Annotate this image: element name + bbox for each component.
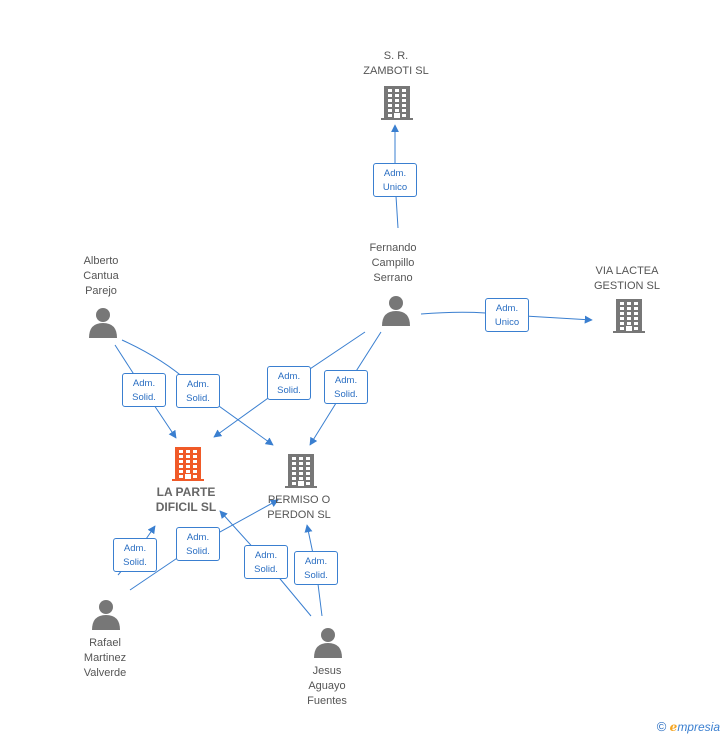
- building-icon-zamboti[interactable]: [381, 86, 413, 120]
- relation-box-alberto-permiso[interactable]: Adm. Solid.: [176, 374, 220, 408]
- copyright-symbol: ©: [656, 719, 667, 734]
- node-label-rafael: Rafael Martinez Valverde: [83, 637, 127, 679]
- building-icon-via-lactea[interactable]: [613, 299, 645, 333]
- node-label-fernando: Fernando Campillo Serrano: [369, 242, 417, 284]
- building-icon-permiso[interactable]: [285, 454, 317, 488]
- person-icon-jesus[interactable]: [314, 628, 342, 658]
- node-label-permiso: PERMISO O PERDON SL: [267, 494, 331, 521]
- building-icon-la-parte[interactable]: [172, 447, 204, 481]
- relation-box-fernando-via-lactea[interactable]: Adm. Unico: [485, 298, 529, 332]
- footer-brand: © empresia: [657, 719, 720, 734]
- person-icon-rafael[interactable]: [92, 600, 120, 630]
- relation-box-alberto-la-parte[interactable]: Adm. Solid.: [122, 373, 166, 407]
- relation-box-fernando-zamboti[interactable]: Adm. Unico: [373, 163, 417, 197]
- node-label-via-lactea: VIA LACTEA GESTION SL: [593, 265, 661, 292]
- brand-logo-initial: e: [669, 720, 678, 734]
- person-icon-fernando[interactable]: [382, 296, 410, 326]
- relation-box-jesus-la-parte[interactable]: Adm. Solid.: [244, 545, 288, 579]
- brand-logo-text: mpresia: [677, 720, 720, 734]
- person-icon-alberto[interactable]: [89, 308, 117, 338]
- relation-box-rafael-permiso[interactable]: Adm. Solid.: [176, 527, 220, 561]
- relation-box-fernando-la-parte[interactable]: Adm. Solid.: [267, 366, 311, 400]
- node-label-zamboti: S. R. ZAMBOTI SL: [363, 50, 429, 77]
- node-label-jesus: Jesus Aguayo Fuentes: [307, 665, 347, 707]
- relation-box-fernando-permiso[interactable]: Adm. Solid.: [324, 370, 368, 404]
- relation-box-rafael-la-parte[interactable]: Adm. Solid.: [113, 538, 157, 572]
- node-label-la-parte: LA PARTE DIFICIL SL: [155, 485, 217, 514]
- relation-box-jesus-permiso[interactable]: Adm. Solid.: [294, 551, 338, 585]
- node-label-alberto: Alberto Cantua Parejo: [83, 255, 119, 297]
